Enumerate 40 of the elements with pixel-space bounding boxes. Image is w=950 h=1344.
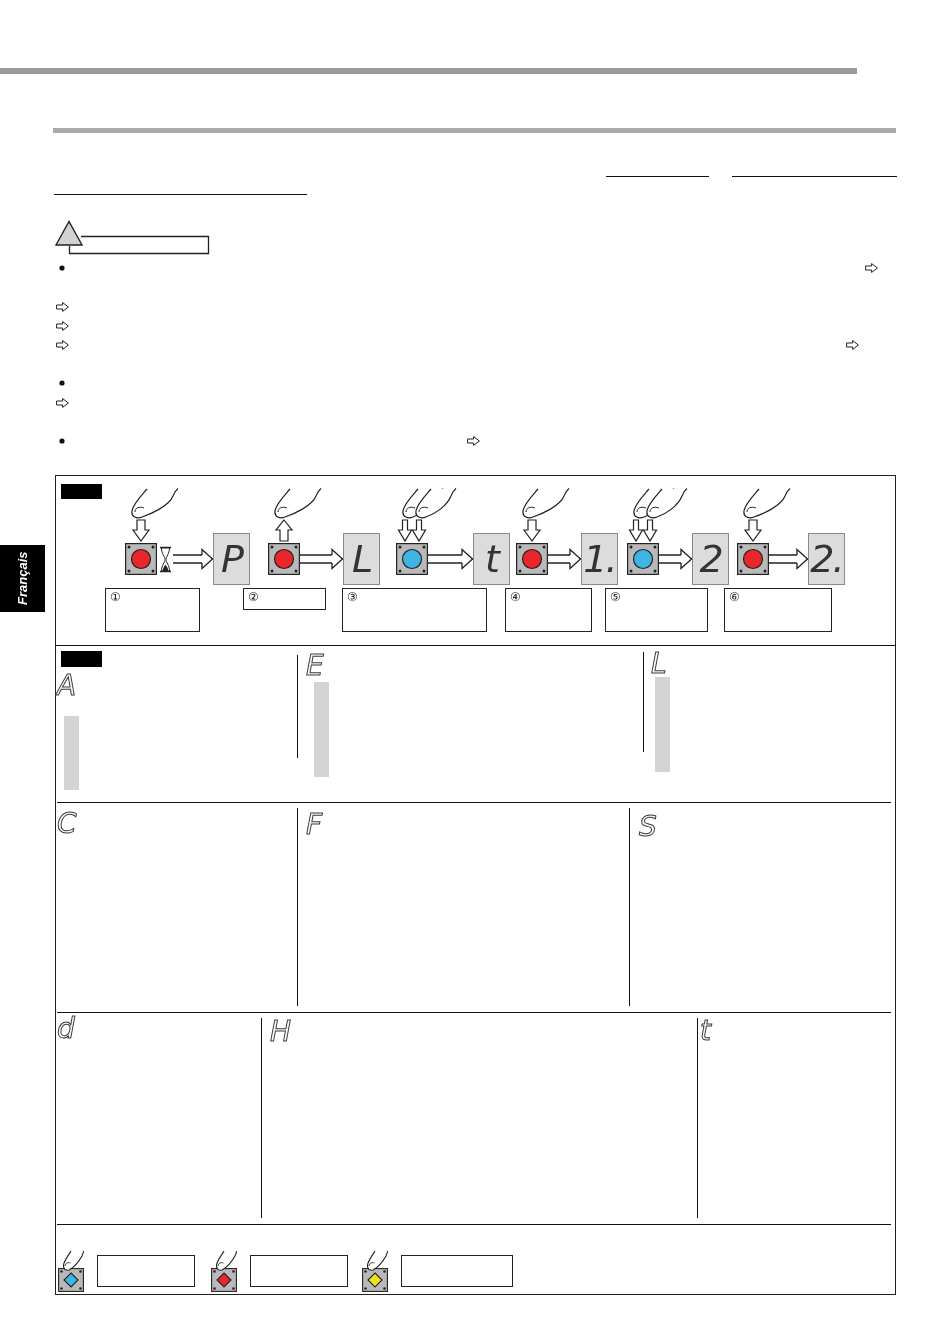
empty-label-box [250, 1255, 348, 1287]
segment-letter: E [306, 652, 324, 680]
block-arrow [299, 548, 344, 570]
block-arrow [658, 548, 693, 570]
segment-display: 1. [581, 533, 618, 585]
block-arrow [547, 548, 582, 570]
segment-letter: C [57, 810, 77, 838]
segment-display: L [343, 533, 380, 585]
step-box: ① [105, 588, 200, 632]
push-button-icon [268, 543, 300, 575]
push-button-icon [396, 543, 428, 575]
segment-letter: L [651, 650, 667, 678]
segment-letter: t [700, 1017, 711, 1045]
empty-label-box [401, 1255, 513, 1287]
segment-display: t [473, 533, 510, 585]
block-arrow [427, 548, 474, 570]
segment-display: P [213, 533, 250, 585]
segment-display: 2. [808, 533, 845, 585]
segment-letter: F [306, 811, 323, 839]
segment-letter: A [57, 672, 77, 700]
block-arrow [768, 548, 809, 570]
segment-letter: d [57, 1015, 75, 1043]
shaded-bar [64, 716, 79, 790]
push-button-icon [737, 543, 769, 575]
empty-label-box [97, 1255, 195, 1287]
shaded-bar [314, 682, 329, 777]
language-tab: Français [0, 545, 45, 612]
step-box: ② [243, 588, 326, 610]
segment-letter: S [639, 813, 657, 841]
block-arrow [172, 548, 214, 570]
push-button-icon [516, 543, 548, 575]
step-box: ③ [342, 588, 487, 632]
push-button-hourglass-icon [125, 543, 173, 575]
step-box: ⑥ [724, 588, 832, 632]
push-button-icon [627, 543, 659, 575]
shaded-bar [655, 677, 670, 772]
step-box: ④ [505, 588, 592, 632]
step-box: ⑤ [605, 588, 708, 632]
segment-letter: H [270, 1018, 292, 1046]
segment-display: 2 [692, 533, 729, 585]
